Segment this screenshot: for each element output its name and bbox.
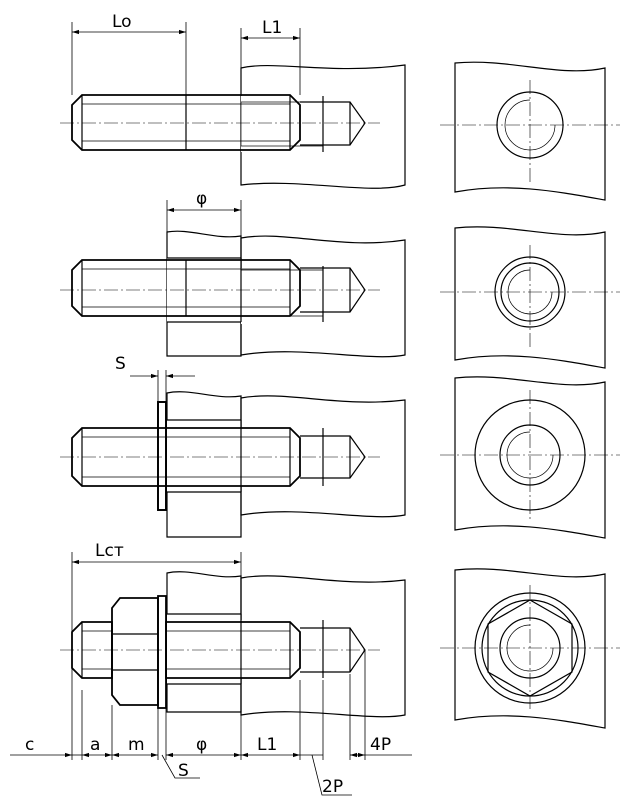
phi-label-4: φ [196,735,207,755]
base-block-2 [240,235,406,358]
row-2-stud-with-plate: φ [60,189,620,369]
row-4-stud-with-nut: Lст c a m φ L1 4P S 2P [10,541,620,797]
c-label: c [25,735,34,755]
row-1-stud-in-base: Lo L1 [60,12,620,201]
base-block-4 [240,575,406,718]
s-bottom-label: S [178,761,189,781]
row-3-stud-with-washer: S [60,354,620,539]
lo-label: Lo [112,12,132,32]
side-view-2 [454,226,606,369]
l1-top-label: L1 [262,18,282,38]
side-view-3 [454,376,606,539]
l1-bottom-label: L1 [257,735,277,755]
phi-label-2: φ [196,189,207,209]
4p-label: 4P [370,735,391,755]
nut-4 [111,597,159,706]
lct-label: Lст [95,541,124,561]
m-label: m [128,735,145,755]
2p-label: 2P [322,777,343,797]
base-block-1 [240,64,406,189]
washer-3 [157,401,167,511]
washer-4 [157,595,167,709]
a-label: a [90,735,100,755]
s-label-3: S [115,354,126,374]
side-view-4 [454,568,606,729]
side-view-1 [454,61,606,201]
base-block-3 [240,395,406,518]
